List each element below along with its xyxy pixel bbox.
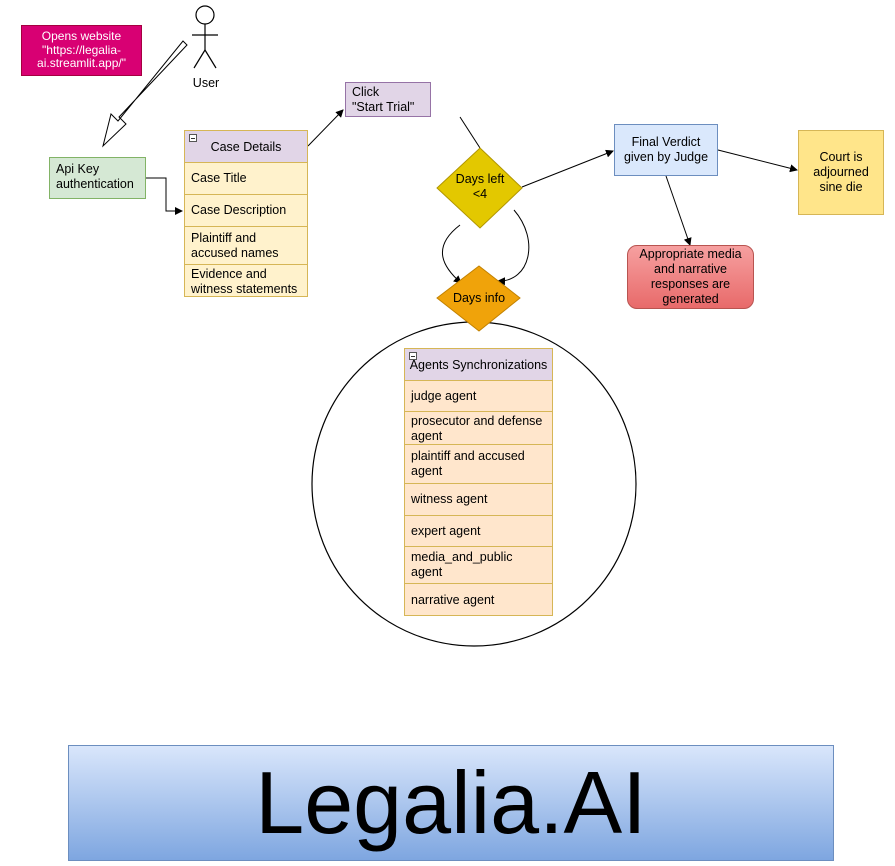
list-item-text: Evidence and — [191, 266, 267, 281]
days-left-diamond — [436, 147, 523, 229]
media-line-3: responses are — [650, 277, 731, 291]
court-line-3: sine die — [819, 180, 863, 194]
collapse-icon[interactable] — [189, 134, 197, 142]
user-figure-icon — [192, 5, 218, 69]
list-item-text: agent — [411, 565, 443, 579]
media-line-4: generated — [662, 292, 719, 306]
list-item-text: witness statements — [191, 281, 298, 296]
list-item-text: plaintiff and accused — [411, 449, 525, 463]
edge-days-to-verdict — [521, 149, 614, 188]
edge-days-to-info-left — [441, 224, 462, 284]
media-line-1: Appropriate media — [639, 247, 742, 261]
list-item-text: Case Description — [191, 203, 287, 217]
edge-case-to-click — [307, 109, 344, 147]
case-details-list: Case Details Case Title Case Description… — [184, 130, 308, 297]
note-line-1: Opens website — [41, 28, 122, 43]
click-line-2: "Start Trial" — [352, 100, 415, 114]
list-item: Case Description — [185, 195, 307, 227]
user-label: User — [192, 76, 220, 90]
list-item-text: agent — [411, 429, 443, 443]
list-item: plaintiff and accused agent — [405, 445, 552, 484]
edge-verdict-to-court — [717, 149, 798, 173]
edge-api-to-case — [146, 177, 183, 215]
case-details-title: Case Details — [210, 139, 282, 154]
edge-days-to-info-right — [497, 209, 530, 286]
edge-verdict-to-media — [665, 175, 692, 246]
verdict-line-1: Final Verdict — [631, 135, 701, 149]
agents-header: Agents Synchronizations — [405, 349, 552, 381]
days-info-diamond — [436, 265, 521, 332]
list-item: judge agent — [405, 381, 552, 412]
brand-title: Legalia.AI — [255, 753, 647, 852]
brand-banner: Legalia.AI — [68, 745, 834, 861]
list-item-text: expert agent — [411, 523, 481, 538]
final-verdict-node: Final Verdict given by Judge — [614, 124, 718, 176]
verdict-line-2: given by Judge — [623, 150, 709, 164]
website-note: Opens website "https://legalia- ai.strea… — [21, 25, 142, 76]
list-item-text: narrative agent — [411, 593, 495, 607]
media-line-2: and narrative — [654, 262, 727, 276]
api-key-line-2: authentication — [56, 177, 134, 191]
list-item-text: accused names — [191, 245, 279, 260]
edge-click-to-days — [459, 116, 481, 149]
media-responses-node: Appropriate media and narrative response… — [627, 245, 754, 309]
list-item: Evidence and witness statements — [185, 265, 307, 298]
list-item: media_and_public agent — [405, 547, 552, 584]
days-left-line-1: Days left — [455, 172, 505, 186]
note-line-3: ai.streamlit.app/" — [37, 56, 126, 71]
court-line-2: adjourned — [813, 165, 869, 179]
list-item-text: Case Title — [191, 171, 247, 185]
court-line-1: Court is — [819, 150, 863, 164]
agents-title: Agents Synchronizations — [409, 357, 548, 372]
days-info-label: Days info — [452, 291, 506, 305]
case-details-header: Case Details — [185, 131, 307, 163]
list-item-text: witness agent — [411, 492, 488, 506]
list-item: expert agent — [405, 516, 552, 547]
days-left-label: Days left <4 — [445, 170, 515, 204]
collapse-icon[interactable] — [409, 352, 417, 360]
agents-list: Agents Synchronizations judge agent pros… — [404, 348, 553, 616]
list-item-text: judge agent — [411, 388, 477, 403]
api-key-line-1: Api Key — [56, 162, 100, 176]
list-item: Case Title — [185, 163, 307, 195]
list-item: Plaintiff and accused names — [185, 227, 307, 265]
user-to-api-arrow — [102, 40, 188, 148]
days-left-line-2: <4 — [472, 187, 488, 201]
start-trial-node: Click "Start Trial" — [345, 82, 431, 117]
list-item-text: agent — [411, 464, 443, 478]
list-item-text: media_and_public — [411, 550, 513, 564]
note-line-2: "https://legalia- — [42, 42, 121, 57]
list-item: witness agent — [405, 484, 552, 516]
list-item: prosecutor and defense agent — [405, 412, 552, 445]
list-item: narrative agent — [405, 584, 552, 617]
list-item-text: prosecutor and defense — [411, 414, 543, 428]
api-key-node: Api Key authentication — [49, 157, 146, 199]
court-adjourned-node: Court is adjourned sine die — [798, 130, 884, 215]
list-item-text: Plaintiff and — [191, 230, 257, 245]
click-line-1: Click — [352, 85, 380, 99]
